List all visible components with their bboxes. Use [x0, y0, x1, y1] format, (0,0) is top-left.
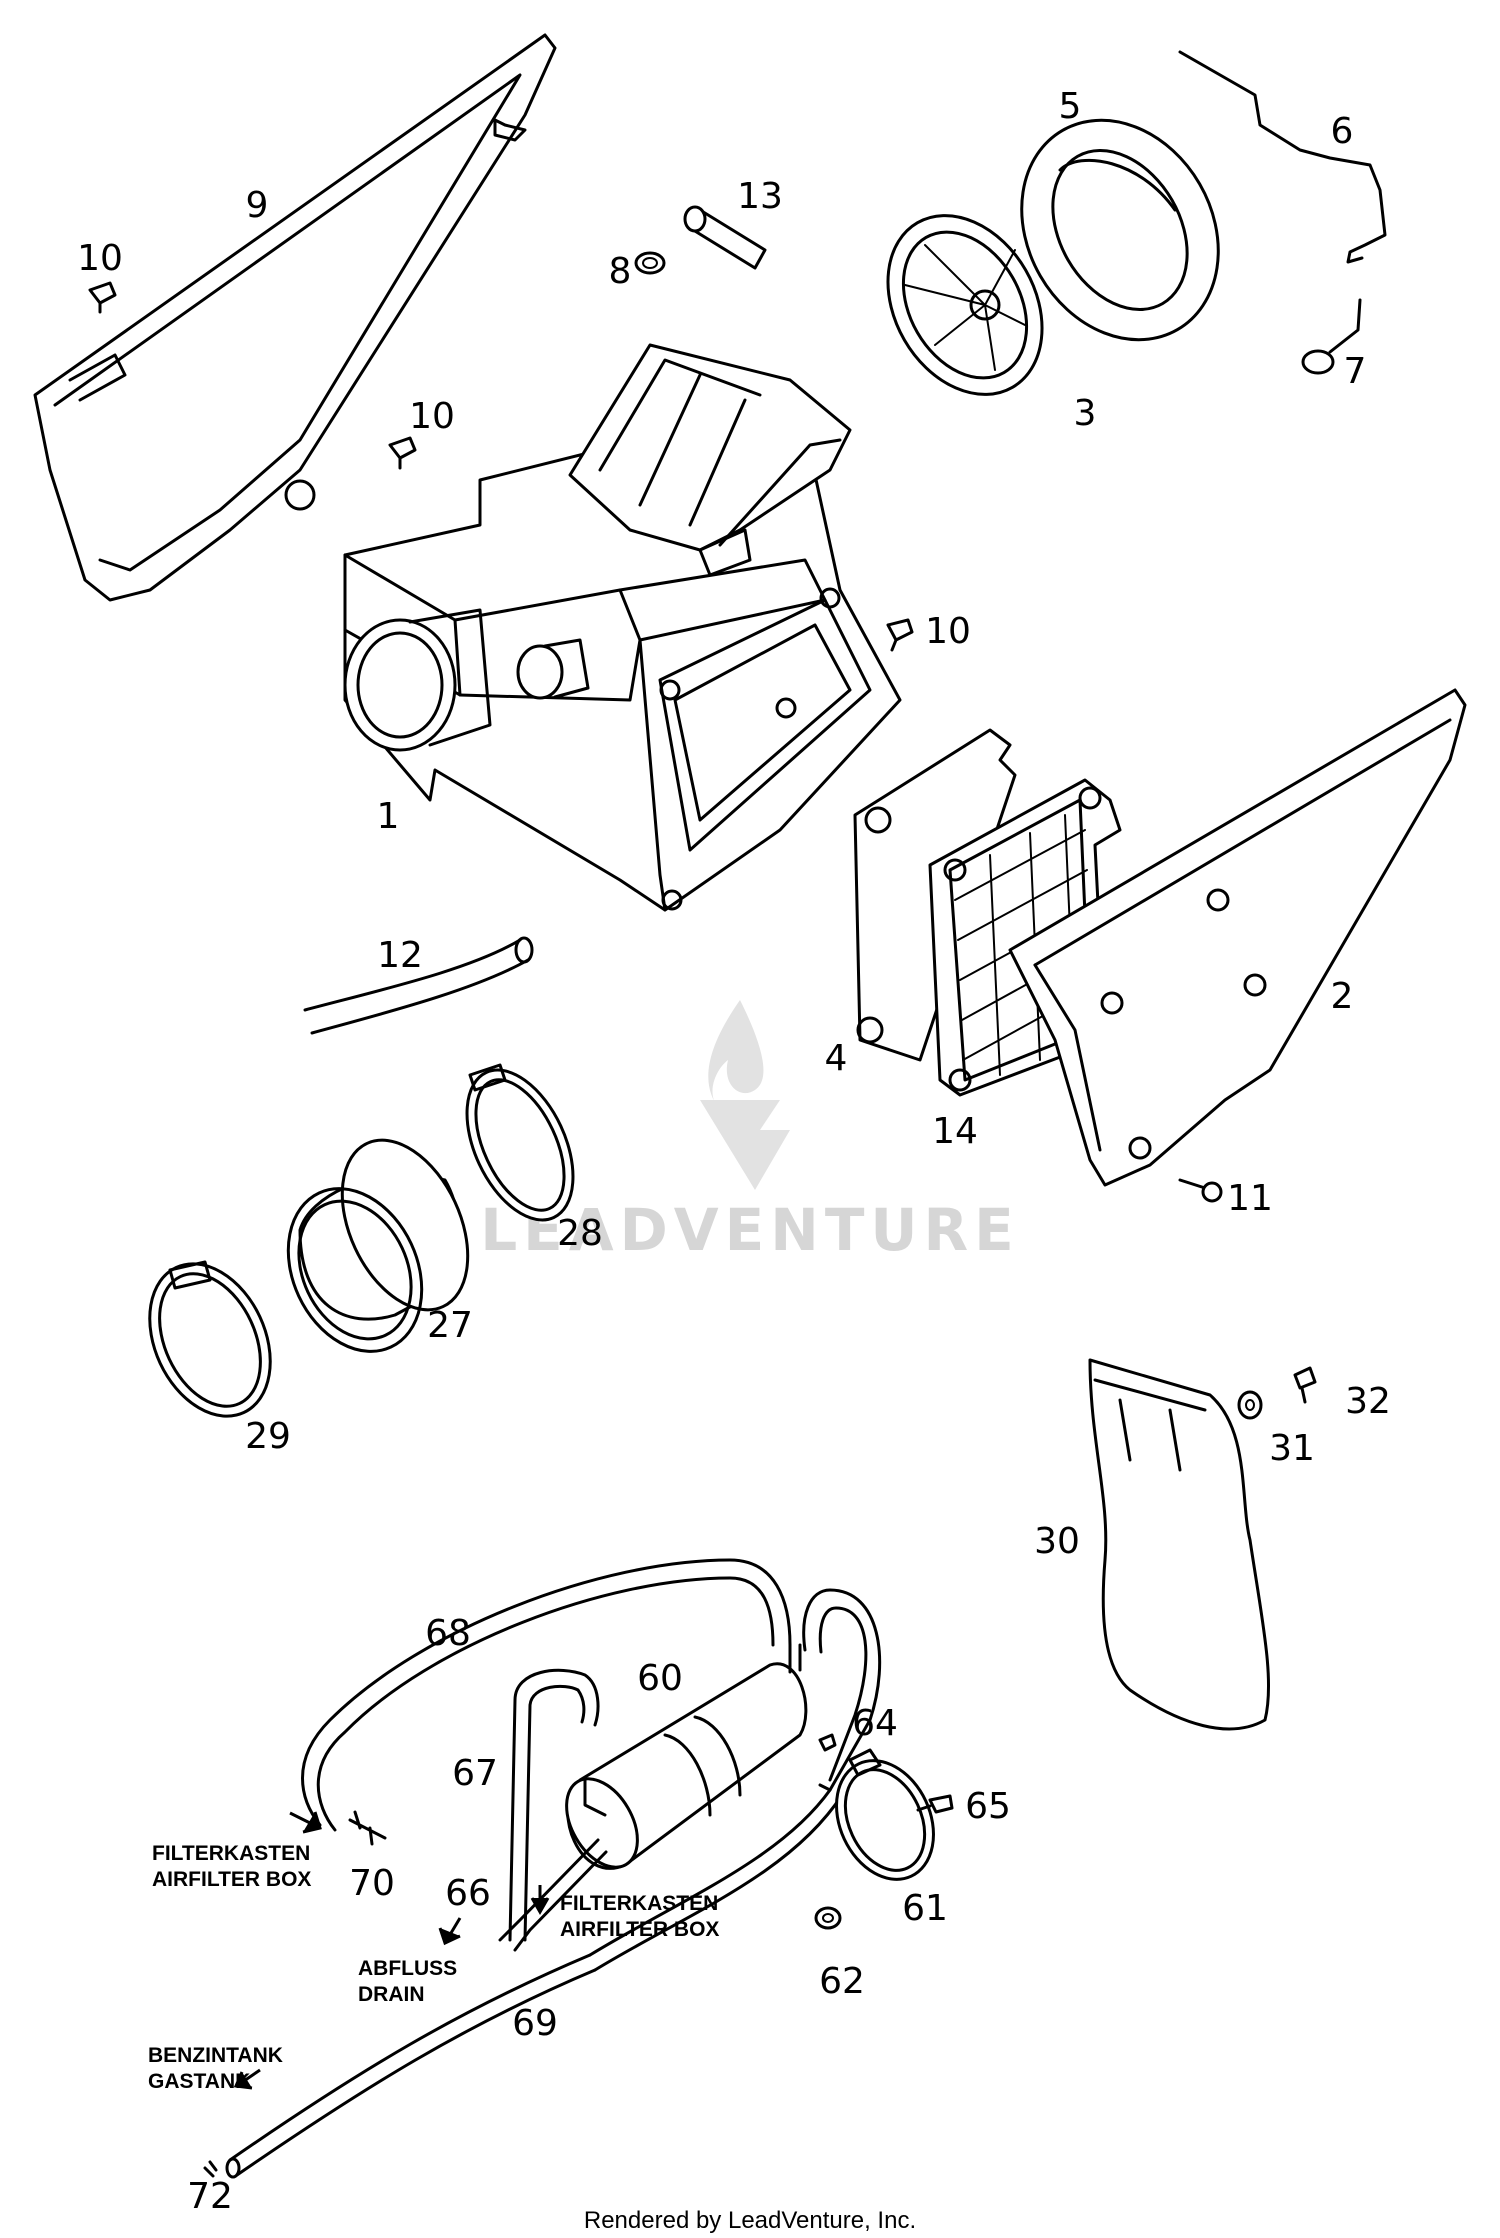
part-2-right-side-cover[interactable] [1008, 688, 1467, 1187]
part-27-intake-boot[interactable] [263, 1120, 493, 1373]
arrow-icon [438, 1917, 462, 1946]
label-part-32: 32 [1345, 1381, 1391, 1422]
label-part-12: 12 [377, 935, 423, 976]
part-7-pin[interactable] [1301, 298, 1362, 375]
label-part-2: 2 [1331, 976, 1354, 1017]
bolt-65-icon[interactable] [916, 1794, 954, 1814]
part-13-tube[interactable] [683, 205, 767, 270]
label-part-70: 70 [349, 1863, 395, 1904]
arrow-icon [233, 2068, 261, 2090]
note-filterkasten-de: FILTERKASTEN [152, 1842, 310, 1865]
label-part-9: 9 [246, 185, 269, 226]
part-61-canister-clamp[interactable] [818, 1745, 952, 1895]
arrow-icon [289, 1811, 322, 1834]
part-12-hose[interactable] [303, 936, 534, 1035]
bolt-10-icon[interactable] [88, 281, 117, 314]
part-29-hose-clamp[interactable] [126, 1244, 293, 1435]
watermark: LEADVENTURE [480, 1000, 1020, 1264]
part-62-clip[interactable] [814, 1906, 842, 1930]
label-part-30: 30 [1034, 1521, 1080, 1562]
note-abfluss-de: ABFLUSS [358, 1957, 457, 1980]
part-9-left-side-cover[interactable] [33, 33, 557, 602]
note-airfilter-box-en: AIRFILTER BOX [560, 1918, 719, 1941]
label-part-61: 61 [902, 1888, 948, 1929]
note-filterkasten-de: FILTERKASTEN [560, 1892, 718, 1915]
part-8-grommet[interactable] [634, 251, 666, 275]
label-part-60: 60 [637, 1658, 683, 1699]
label-part-62: 62 [819, 1961, 865, 2002]
bolt-10-icon[interactable] [388, 436, 417, 470]
label-part-67: 67 [452, 1753, 498, 1794]
note-drain-en: DRAIN [358, 1983, 425, 2006]
label-part-6: 6 [1331, 111, 1354, 152]
note-benzintank-de: BENZINTANK [148, 2044, 283, 2067]
part-6-wire-clip[interactable] [1178, 50, 1387, 264]
arrow-icon [530, 1885, 550, 1916]
label-part-27: 27 [427, 1305, 473, 1346]
label-part-13: 13 [737, 176, 783, 217]
label-part-29: 29 [245, 1416, 291, 1457]
label-part-11: 11 [1227, 1178, 1273, 1219]
bolt-10-icon[interactable] [886, 618, 914, 652]
part-66-drain-hose[interactable] [498, 1838, 608, 1952]
label-part-66: 66 [445, 1873, 491, 1914]
bolt-32-icon[interactable] [1293, 1366, 1317, 1404]
part-60-charcoal-canister[interactable] [552, 1643, 808, 1880]
label-part-31: 31 [1269, 1428, 1315, 1469]
part-72-fitting[interactable] [203, 2160, 218, 2178]
label-part-65: 65 [965, 1786, 1011, 1827]
label-part-3: 3 [1074, 393, 1097, 434]
label-part-68: 68 [425, 1613, 471, 1654]
label-part-14: 14 [932, 1111, 978, 1152]
label-part-69: 69 [512, 2003, 558, 2044]
label-part-4: 4 [825, 1038, 848, 1079]
part-67-hose[interactable] [508, 1668, 600, 1942]
label-part-72: 72 [187, 2176, 233, 2217]
watermark-flame-icon [708, 1000, 764, 1110]
part-70-fitting[interactable] [348, 1810, 387, 1846]
part-5-air-filter[interactable] [983, 84, 1257, 375]
label-part-28: 28 [557, 1213, 603, 1254]
part-1-airbox[interactable] [343, 343, 902, 912]
watermark-v-icon [700, 1100, 790, 1190]
footer-credit: Rendered by LeadVenture, Inc. [584, 2207, 916, 2234]
note-airfilter-box-en: AIRFILTER BOX [152, 1868, 311, 1891]
part-68-vent-hose[interactable] [301, 1558, 882, 1832]
label-part-1: 1 [377, 796, 400, 837]
label-part-10: 10 [409, 396, 455, 437]
bolt-11-icon[interactable] [1178, 1178, 1223, 1203]
label-part-5: 5 [1059, 86, 1082, 127]
label-part-7: 7 [1344, 351, 1367, 392]
label-part-10: 10 [925, 611, 971, 652]
label-part-64: 64 [852, 1703, 898, 1744]
watermark-text: LEADVENTURE [480, 1196, 1020, 1264]
part-69-fuel-hose[interactable] [225, 1788, 844, 2179]
part-31-washer[interactable] [1237, 1390, 1263, 1420]
bolt-64-icon[interactable] [818, 1733, 837, 1752]
label-part-10: 10 [77, 238, 123, 279]
note-gastank-en: GASTANK [148, 2070, 250, 2093]
part-3-filter-cage[interactable] [857, 188, 1073, 423]
part-30-mud-flap[interactable] [1088, 1358, 1270, 1731]
part-28-hose-clamp[interactable] [445, 1053, 594, 1236]
label-part-8: 8 [609, 251, 632, 292]
